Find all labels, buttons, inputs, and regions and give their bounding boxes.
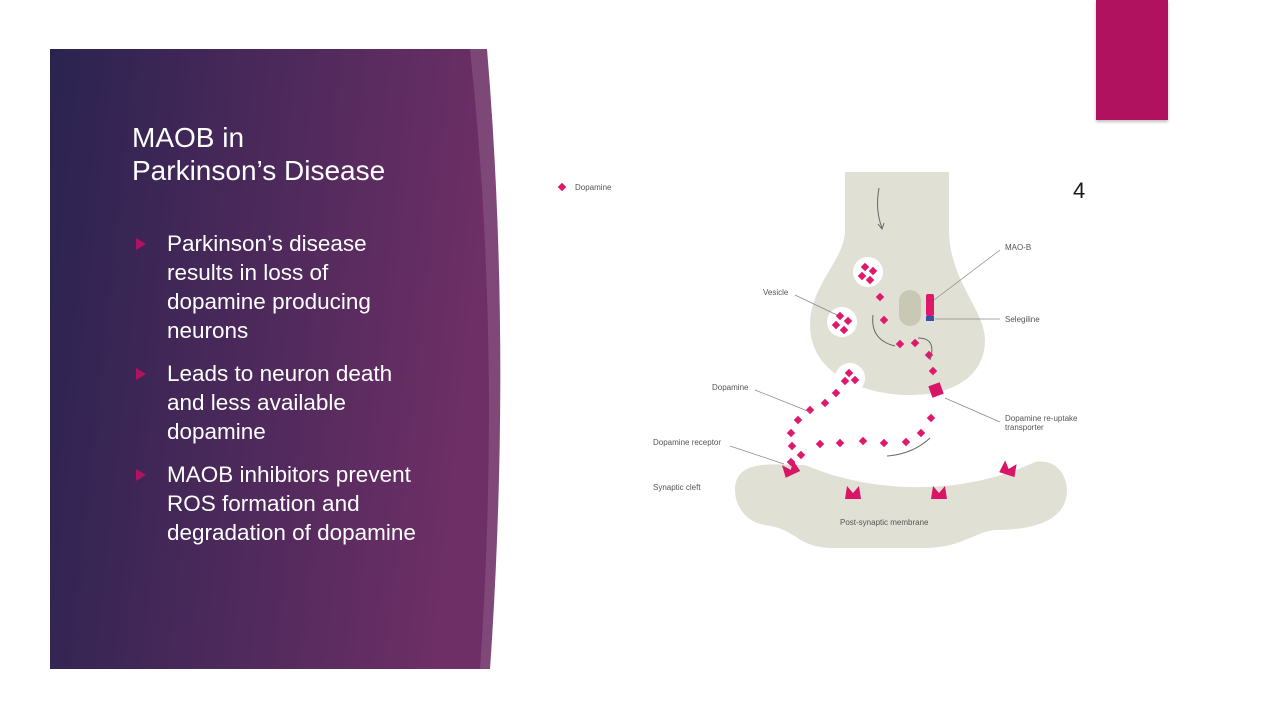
bullet-item: MAOB inhibitors prevent ROS formation an… [132,460,432,547]
receptor-label: Dopamine receptor [653,438,721,447]
dopamine-receptors [782,460,1017,499]
maob-label: MAO-B [1005,243,1031,252]
maob-enzyme [926,294,934,316]
mitochondrion [899,290,921,326]
bullet-text: Parkinson’s disease results in loss of d… [167,231,371,343]
arrow-head-icon [877,222,885,231]
triangle-bullet-icon [136,238,146,250]
leader-lines [729,249,1001,465]
title-line-1: MAOB in [132,122,245,153]
vesicle-label: Vesicle [763,288,789,297]
presynaptic-terminal [810,172,985,395]
postsynaptic-label: Post-synaptic membrane [840,518,929,527]
selegiline-marker [926,316,934,321]
arrow-icon [917,337,933,361]
triangle-bullet-icon [136,368,146,380]
vesicle [827,307,857,337]
dopamine-label: Dopamine [712,383,749,392]
selegiline-label: Selegiline [1005,315,1040,324]
bullet-text: MAOB inhibitors prevent ROS formation an… [167,462,416,545]
slide-title: MAOB in Parkinson’s Disease [132,121,385,187]
synapse-diagram: Dopamine [557,172,1078,548]
bullet-list: Parkinson’s disease results in loss of d… [132,229,432,561]
reuptake-transporter [928,382,944,398]
page-number: 4 [1073,178,1086,203]
dopamine-molecules [786,292,938,467]
bullet-item: Parkinson’s disease results in loss of d… [132,229,432,345]
postsynaptic-membrane [735,461,1067,548]
title-panel: MAOB in Parkinson’s Disease Parkinson’s … [50,49,512,669]
arrow-icon [872,314,896,347]
arrow-icon [877,187,883,229]
panel-background [50,49,501,669]
cleft-label: Synaptic cleft [653,483,701,492]
vesicle-releasing [835,363,865,393]
title-line-2: Parkinson’s Disease [132,155,386,186]
reuptake-label-line2: transporter [1005,423,1044,432]
accent-bar [1096,0,1168,120]
vesicle-dopamine-group [831,262,878,386]
legend-label: Dopamine [575,183,612,192]
triangle-bullet-icon [136,469,146,481]
bullet-item: Leads to neuron death and less available… [132,359,432,446]
arrow-icon [886,437,931,457]
dopamine-legend-icon [557,182,567,192]
bullet-text: Leads to neuron death and less available… [167,361,393,444]
reuptake-label-line1: Dopamine re-uptake [1005,414,1078,423]
vesicle [853,257,883,287]
